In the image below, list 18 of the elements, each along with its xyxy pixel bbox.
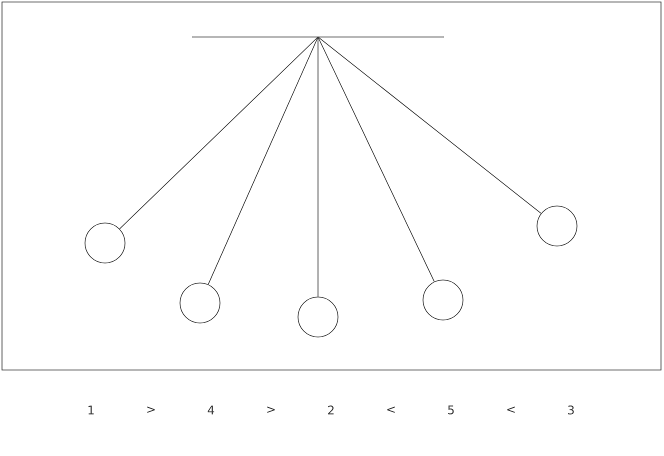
order-symbol: 4 — [208, 406, 214, 414]
order-symbol: 2 — [328, 406, 334, 414]
pendulum-bob — [84, 222, 126, 264]
order-symbol: < — [507, 406, 515, 413]
string — [119, 36, 318, 230]
order-symbol: 3 — [568, 405, 574, 415]
pendulum-bob — [180, 282, 220, 324]
string — [318, 36, 542, 214]
order-symbol: 1 — [88, 406, 94, 414]
order-symbol: > — [147, 406, 155, 413]
pendulum-bob — [422, 280, 464, 320]
pendulum-bob — [298, 296, 338, 338]
string — [318, 36, 435, 282]
order-symbol: < — [387, 406, 395, 413]
string — [208, 36, 318, 285]
order-symbol: > — [267, 406, 275, 413]
order-symbol: 5 — [448, 406, 454, 414]
pendulum-bob — [536, 206, 578, 246]
